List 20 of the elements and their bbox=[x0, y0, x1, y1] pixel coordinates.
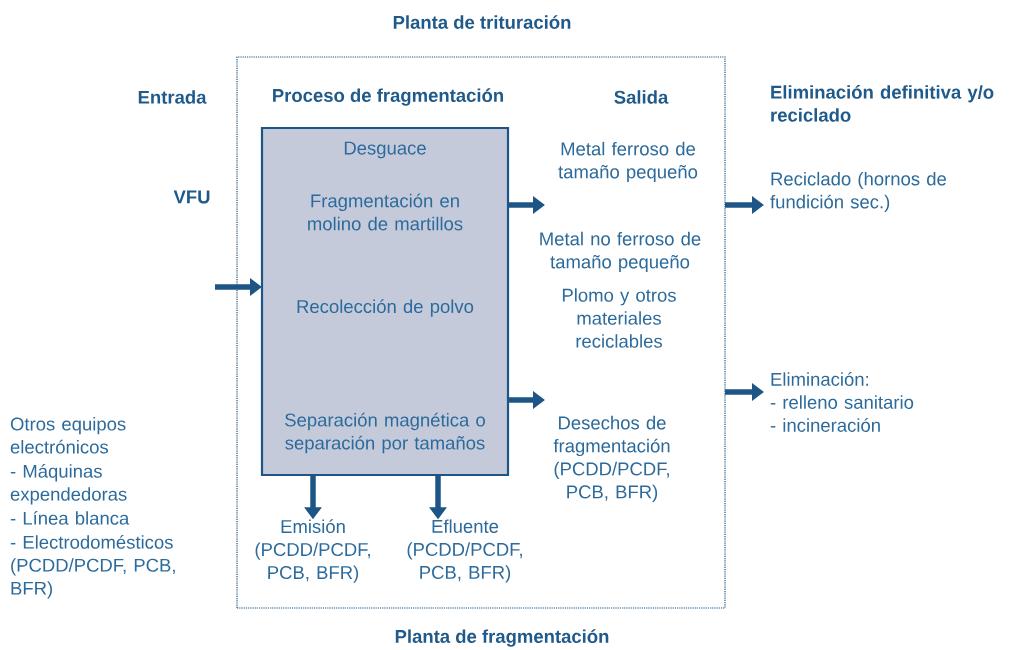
destination-text: Reciclado (hornos de fundición sec.) bbox=[770, 171, 946, 213]
output-text: Emisión (PCDD/PCDF, PCB, BFR) bbox=[255, 519, 370, 583]
column-heading: Proceso de fragmentación bbox=[273, 88, 503, 106]
list-item: - Electrodomésticos (PCDD/PCDF, PCB, BFR) bbox=[10, 535, 175, 599]
list-item: - Máquinas expendedoras bbox=[10, 464, 127, 505]
list-item: - Línea blanca bbox=[10, 511, 130, 525]
column-heading: Entrada bbox=[138, 90, 207, 104]
process-box: Desguace Fragmentación en molino de martillos Recolección de polvo Separación magnética o separación por tamaños bbox=[260, 126, 510, 477]
destination-text: Eliminación: - relleno sanitario - incineración bbox=[770, 372, 914, 432]
heading: Planta de fragmentación bbox=[395, 629, 609, 647]
input-label: VFU bbox=[173, 190, 210, 204]
output-text: Efluente (PCDD/PCDF, PCB, BFR) bbox=[407, 519, 522, 583]
output-label: Metal no ferroso de tamaño pequeño bbox=[540, 231, 701, 273]
column-heading: Eliminación definitiva y/o reciclado bbox=[771, 85, 994, 122]
column-heading: Salida bbox=[614, 90, 669, 104]
list-item: Otros equipos electrónicos bbox=[10, 417, 126, 454]
output-label: Desechos de fragmentación (PCDD/PCDF, PCB, BFR) bbox=[553, 415, 670, 503]
output-label: Plomo y otros materiales reciclables bbox=[562, 288, 676, 348]
output-label: Metal ferroso de tamaño pequeño bbox=[558, 141, 698, 183]
heading: Planta de trituración bbox=[393, 15, 571, 29]
